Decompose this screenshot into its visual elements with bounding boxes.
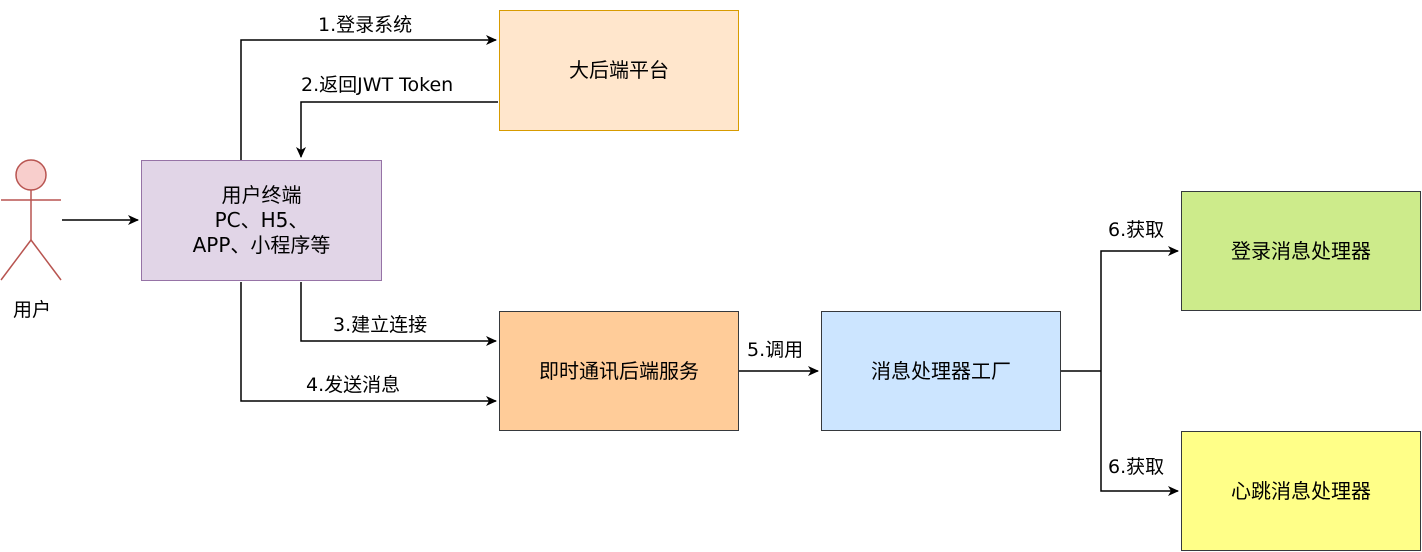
heartbeat-handler-label: 心跳消息处理器 — [1231, 478, 1371, 503]
heartbeat-handler-box[interactable]: 心跳消息处理器 — [1181, 431, 1421, 551]
actor-label: 用户 — [12, 299, 51, 321]
terminal-label-line-1: 用户终端 — [221, 183, 302, 207]
edge-connect — [300, 282, 497, 346]
edge-login — [240, 35, 497, 160]
login-handler-box[interactable]: 登录消息处理器 — [1181, 191, 1421, 311]
im-backend-box[interactable]: 即时通讯后端服务 — [499, 311, 739, 431]
edge-label-get-login: 6.获取 — [1108, 219, 1165, 241]
im-backend-label: 即时通讯后端服务 — [539, 358, 699, 383]
edge-get-login — [1100, 246, 1179, 371]
edge-token — [296, 101, 498, 158]
user-actor-icon — [0, 159, 62, 281]
platform-label: 大后端平台 — [569, 58, 669, 82]
factory-label: 消息处理器工厂 — [871, 358, 1011, 383]
terminal-label-line-2: PC、H5、 — [214, 208, 309, 232]
edge-label-token: 2.返回JWT Token — [301, 74, 454, 96]
edge-label-connect: 3.建立连接 — [333, 314, 428, 336]
edge-label-get-heartbeat: 6.获取 — [1108, 456, 1165, 478]
edge-label-send: 4.发送消息 — [306, 374, 401, 396]
edge-send — [240, 282, 497, 406]
login-handler-label: 登录消息处理器 — [1231, 238, 1371, 263]
edge-label-login: 1.登录系统 — [318, 14, 413, 36]
edge-label-invoke: 5.调用 — [747, 339, 804, 361]
edge-get-heartbeat — [1100, 371, 1179, 496]
terminal-label-line-3: APP、小程序等 — [192, 233, 331, 257]
factory-box[interactable]: 消息处理器工厂 — [821, 311, 1061, 431]
terminal-box[interactable]: 用户终端 PC、H5、 APP、小程序等 — [141, 160, 382, 281]
platform-box[interactable]: 大后端平台 — [499, 10, 739, 131]
